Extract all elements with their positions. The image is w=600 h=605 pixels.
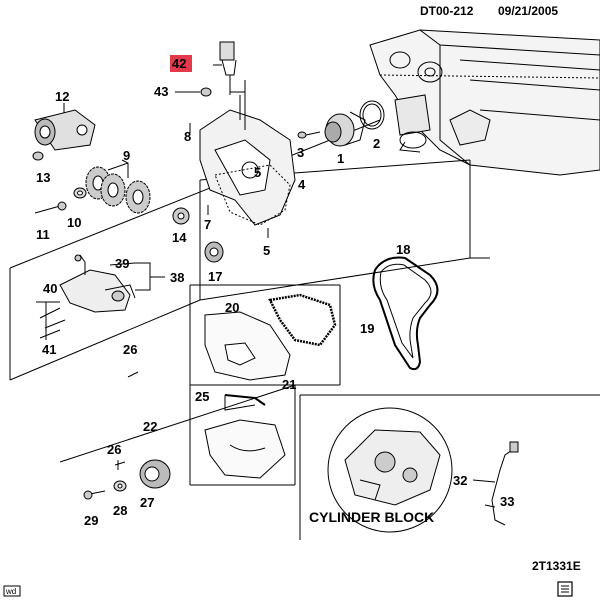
callout-9: 9: [123, 148, 130, 163]
callout-20: 20: [225, 300, 239, 315]
callout-7: 7: [204, 217, 211, 232]
callout-38: 38: [170, 270, 184, 285]
callout-14: 14: [172, 230, 187, 245]
callout-33: 33: [500, 494, 514, 509]
callout-8: 8: [184, 129, 191, 144]
callout-2: 2: [373, 136, 380, 151]
callout-17: 17: [208, 269, 222, 284]
tensioner-drawing: [32, 109, 96, 161]
callout-42-highlight: [170, 55, 192, 72]
callout-28: 28: [113, 503, 127, 518]
callout-40: 40: [43, 281, 57, 296]
callout-27: 27: [140, 495, 154, 510]
crank-sensor-drawing: [472, 441, 519, 526]
figure-code: 2T1331E: [532, 559, 581, 573]
header-ref-code: DT00-212: [420, 4, 474, 18]
frame-lines: [9, 119, 600, 540]
crank-pulley-drawing: [83, 371, 171, 500]
cylinder-block-inset: [327, 407, 453, 533]
oil-pump-drawing: [36, 254, 136, 340]
callout-5-upper: 5: [254, 165, 261, 180]
bolt-43-drawing: [175, 87, 212, 97]
callout-11: 11: [36, 227, 50, 242]
callout-26-lower: 26: [107, 442, 121, 457]
book-icon: [557, 581, 573, 597]
callout-26-upper: 26: [123, 342, 137, 357]
water-pump-drawing: [297, 100, 385, 147]
callout-10: 10: [67, 215, 81, 230]
callout-43: 43: [154, 84, 168, 99]
idler-pulleys-drawing: [172, 123, 269, 263]
cover-4-drawing: [214, 164, 291, 226]
callout-25: 25: [195, 389, 209, 404]
front-cover-lower-drawing: [204, 394, 286, 479]
washer-bolt-drawing: [34, 187, 87, 214]
callout-1: 1: [337, 151, 344, 166]
cam-sensor-drawing: [213, 41, 237, 95]
oil-pump-leaders: [109, 262, 165, 291]
header-date: 09/21/2005: [498, 4, 558, 18]
rear-cover-drawing: [199, 95, 296, 226]
callout-22: 22: [143, 419, 157, 434]
callout-12: 12: [55, 89, 69, 104]
callout-41: 41: [42, 342, 56, 357]
callout-29: 29: [84, 513, 98, 528]
callout-3: 3: [297, 145, 304, 160]
engine-block-drawing: [369, 29, 600, 176]
callout-21: 21: [282, 377, 296, 392]
callout-5-lower: 5: [263, 243, 270, 258]
callout-39: 39: [115, 256, 129, 271]
cylinder-block-caption: CYLINDER BLOCK: [309, 509, 434, 525]
timing-belt-drawing: [372, 256, 439, 371]
callout-13: 13: [36, 170, 50, 185]
callout-18: 18: [396, 242, 410, 257]
wd-badge: wd: [3, 585, 21, 597]
callout-19: 19: [360, 321, 374, 336]
callout-4: 4: [298, 177, 306, 192]
callout-42: 42: [172, 56, 186, 71]
front-cover-upper-drawing: [204, 293, 337, 381]
camshaft-gears-drawing: [85, 166, 151, 214]
callout-32: 32: [453, 473, 467, 488]
svg-text:wd: wd: [5, 587, 16, 596]
